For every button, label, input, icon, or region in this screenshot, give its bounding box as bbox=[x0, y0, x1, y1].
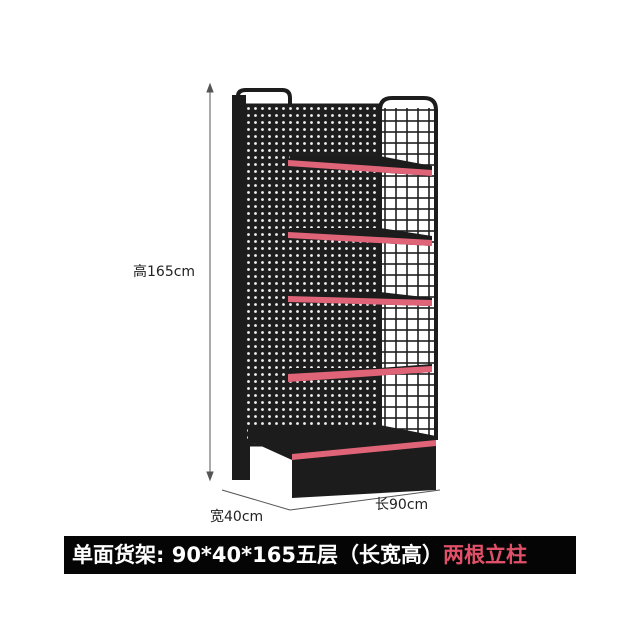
spec-text: 单面货架: 90*40*165五层（长宽高） bbox=[72, 543, 443, 567]
highlight-text: 两根立柱 bbox=[442, 543, 527, 567]
width-label: 宽40cm bbox=[210, 509, 264, 525]
spec-banner: 单面货架: 90*40*165五层（长宽高）两根立柱 bbox=[64, 536, 576, 574]
left-pillar bbox=[232, 95, 246, 480]
length-label: 长90cm bbox=[375, 497, 429, 513]
dimension-lines bbox=[206, 82, 441, 511]
shelf-base bbox=[248, 425, 436, 498]
height-label: 高165cm bbox=[133, 264, 196, 280]
shelves bbox=[288, 156, 432, 382]
